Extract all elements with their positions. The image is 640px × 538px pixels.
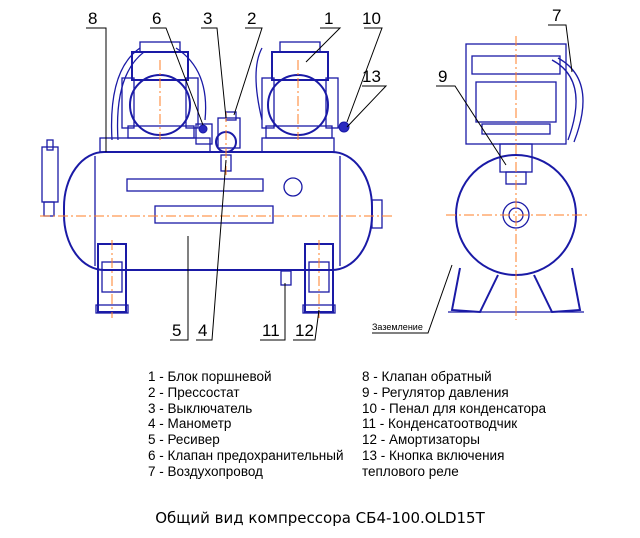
callout-4: 4 xyxy=(198,321,207,340)
callout-12: 12 xyxy=(295,321,314,340)
callout-10: 10 xyxy=(362,9,381,28)
callout-6: 6 xyxy=(152,9,161,28)
callout-13: 13 xyxy=(362,67,381,86)
figure-caption: Общий вид компрессора СБ4-100.OLD15T xyxy=(155,509,485,527)
callout-11: 11 xyxy=(262,321,280,340)
legend-item: 3 - Выключатель xyxy=(148,400,253,416)
receiver-tank xyxy=(63,151,373,271)
callout-leaders xyxy=(86,24,573,341)
callout-8: 8 xyxy=(88,9,97,28)
compressor-drawing: 8 6 3 2 1 10 13 7 9 5 4 11 12 Заземление xyxy=(40,6,590,341)
legend-item: 9 - Регулятор давления xyxy=(362,384,509,400)
legend-item: 2 - Прессостат xyxy=(148,384,240,400)
legend-left: 1 - Блок поршневой 2 - Прессостат 3 - Вы… xyxy=(148,369,344,480)
legend-right: 8 - Клапан обратный 9 - Регулятор давлен… xyxy=(362,369,546,480)
callout-5: 5 xyxy=(172,321,181,340)
front-view xyxy=(40,41,392,318)
support-feet xyxy=(95,243,336,314)
legend-item: 13 - Кнопка включения xyxy=(362,447,505,463)
ground-label: Заземление xyxy=(372,322,423,332)
legend-item: 11 - Конденсатоотводчик xyxy=(362,416,518,432)
callout-3: 3 xyxy=(203,9,212,28)
callout-2: 2 xyxy=(247,9,256,28)
callout-1: 1 xyxy=(324,9,333,28)
legend-item: 5 - Ресивер xyxy=(148,432,220,448)
legend-item: 4 - Манометр xyxy=(148,416,232,432)
side-view xyxy=(372,36,590,334)
callout-9: 9 xyxy=(438,67,447,86)
legend-item: 6 - Клапан предохранительный xyxy=(148,447,344,463)
legend-item: 10 - Пенал для конденсатора xyxy=(362,400,547,416)
legend-item: 12 - Амортизаторы xyxy=(362,432,480,448)
legend-item: теплового реле xyxy=(362,463,459,479)
piston-block-right xyxy=(261,41,339,139)
legend-item: 1 - Блок поршневой xyxy=(148,369,272,384)
legend-item: 7 - Воздухопровод xyxy=(148,463,263,479)
callout-7: 7 xyxy=(552,6,561,25)
legend-item: 8 - Клапан обратный xyxy=(362,369,492,384)
